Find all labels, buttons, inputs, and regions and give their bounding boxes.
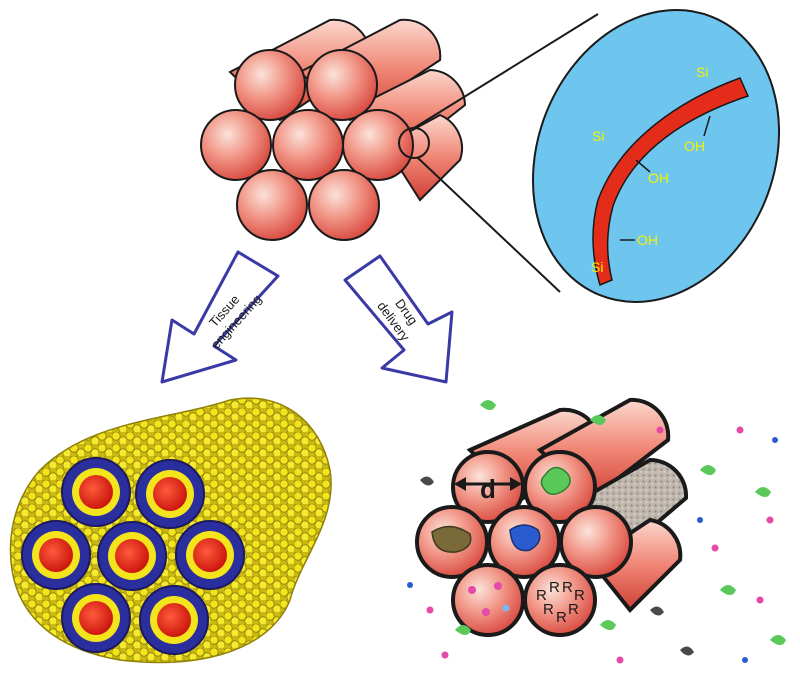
r-group: R xyxy=(549,579,560,596)
tube-face-capped xyxy=(451,563,525,637)
zoom-line-top xyxy=(413,13,599,129)
r-group: R xyxy=(536,587,547,604)
tissue-engineering-scaffold xyxy=(9,397,332,664)
tube-faces xyxy=(200,49,414,241)
grafted-r-groups: R R R R R R R xyxy=(536,579,585,626)
pore-rings xyxy=(21,457,245,655)
oh-label-upper: OH xyxy=(684,138,705,154)
tube-face xyxy=(200,109,272,181)
si-label-top: Si xyxy=(696,64,708,80)
tube-face xyxy=(272,109,344,181)
tube-face-functionalized xyxy=(523,563,597,637)
tube-face xyxy=(308,169,380,241)
si-label-bottom: Si xyxy=(591,259,603,275)
mesoporous-bundle-top xyxy=(200,18,467,241)
free-drug-molecules xyxy=(407,400,786,664)
silica-wall xyxy=(592,77,750,287)
drug-delivery-arrow: Drug delivery xyxy=(343,254,454,384)
r-group: R xyxy=(562,579,573,596)
r-group: R xyxy=(556,609,567,626)
oh-label-lower: OH xyxy=(637,232,658,248)
oh-label-middle: OH xyxy=(648,170,669,186)
tube-face xyxy=(236,169,308,241)
tube-face xyxy=(234,49,306,121)
zoom-line-bottom xyxy=(417,157,561,293)
tissue-engineering-arrow: Tissue engineering xyxy=(160,250,280,384)
r-group: R xyxy=(574,587,585,604)
r-group: R xyxy=(543,601,554,618)
pore-diameter-indicator: d xyxy=(454,474,522,504)
si-label-left: Si xyxy=(592,128,604,144)
tube-face xyxy=(306,49,378,121)
drug-delivery-bundle: d R R R R R R R xyxy=(407,397,786,664)
cargo-in-pores xyxy=(431,466,571,616)
pore-wall-zoom: Si Si Si OH OH OH xyxy=(532,9,780,303)
r-group: R xyxy=(568,601,579,618)
tube-face xyxy=(342,109,414,181)
diameter-label: d xyxy=(480,474,496,504)
tube-face xyxy=(559,505,633,579)
drug-tube-faces xyxy=(415,450,633,637)
